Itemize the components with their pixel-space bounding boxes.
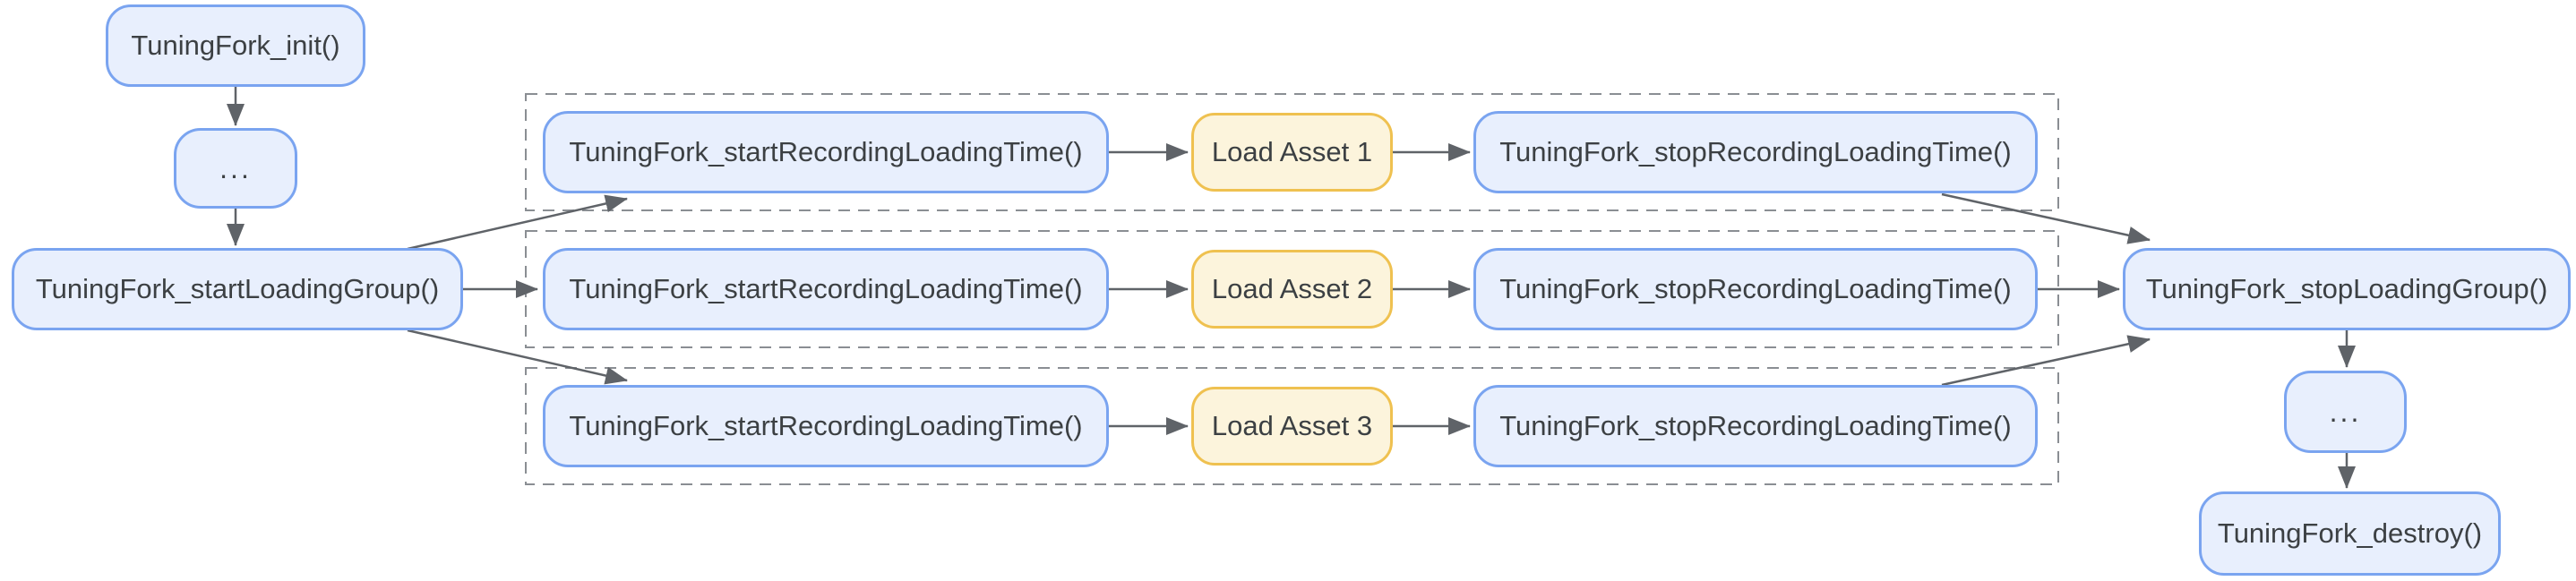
arrow-row3-to-stopgroup <box>1941 335 2151 387</box>
node-row3-start-recording: TuningFork_startRecordingLoadingTime() <box>543 385 1109 467</box>
node-row3-stop-recording: TuningFork_stopRecordingLoadingTime() <box>1473 385 2038 467</box>
node-row2-load-asset: Load Asset 2 <box>1191 250 1393 329</box>
asset-group-outline-3 <box>525 367 2059 485</box>
arrow-row1-to-stopgroup <box>1941 192 2151 244</box>
node-row2-start-recording: TuningFork_startRecordingLoadingTime() <box>543 248 1109 330</box>
arrow-startgroup-to-row3 <box>407 329 628 385</box>
node-row1-start-recording: TuningFork_startRecordingLoadingTime() <box>543 111 1109 193</box>
asset-group-outline-1 <box>525 93 2059 211</box>
node-start-loading-group: TuningFork_startLoadingGroup() <box>12 248 463 330</box>
arrow-startgroup-to-row1 <box>407 194 628 251</box>
node-ellipsis-end: ... <box>2284 371 2407 453</box>
node-destroy: TuningFork_destroy() <box>2199 491 2501 576</box>
node-row3-load-asset: Load Asset 3 <box>1191 387 1393 466</box>
node-ellipsis-start: ... <box>174 128 297 209</box>
node-stop-loading-group: TuningFork_stopLoadingGroup() <box>2123 248 2571 330</box>
node-init: TuningFork_init() <box>106 4 365 87</box>
node-row1-load-asset: Load Asset 1 <box>1191 113 1393 192</box>
node-row1-stop-recording: TuningFork_stopRecordingLoadingTime() <box>1473 111 2038 193</box>
node-row2-stop-recording: TuningFork_stopRecordingLoadingTime() <box>1473 248 2038 330</box>
